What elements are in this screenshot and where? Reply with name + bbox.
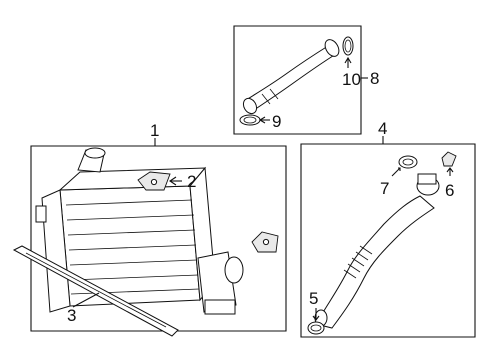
o-ring-7 xyxy=(391,155,418,177)
lower-duct-group: 4 7 6 5 xyxy=(300,119,476,338)
callout-7: 7 xyxy=(380,179,389,198)
callout-8: 8 xyxy=(370,69,379,88)
bracket-2 xyxy=(137,171,182,191)
lower-duct-frame xyxy=(300,143,476,338)
bracket-right xyxy=(251,231,279,253)
intercooler-core xyxy=(35,147,244,315)
charge-air-pipe xyxy=(242,39,340,115)
intercooler-frame xyxy=(30,145,287,332)
callout-2: 2 xyxy=(187,172,196,191)
intercooler-group: 1 2 3 xyxy=(12,121,287,337)
callout-5: 5 xyxy=(309,289,318,308)
upper-pipe-frame xyxy=(233,25,362,135)
upper-pipe-group: 10 8 9 xyxy=(233,25,379,135)
o-ring-10 xyxy=(342,36,354,68)
seal-strip-3 xyxy=(12,245,179,337)
o-ring-5 xyxy=(307,308,325,335)
clip-6 xyxy=(441,151,457,176)
callout-10: 10 xyxy=(342,70,361,89)
callout-3: 3 xyxy=(67,306,76,325)
callout-4: 4 xyxy=(378,119,387,138)
callout-1: 1 xyxy=(150,121,159,140)
o-ring-9 xyxy=(239,114,270,126)
duct-hose xyxy=(314,173,440,329)
callout-6: 6 xyxy=(445,181,454,200)
callout-9: 9 xyxy=(272,112,281,131)
